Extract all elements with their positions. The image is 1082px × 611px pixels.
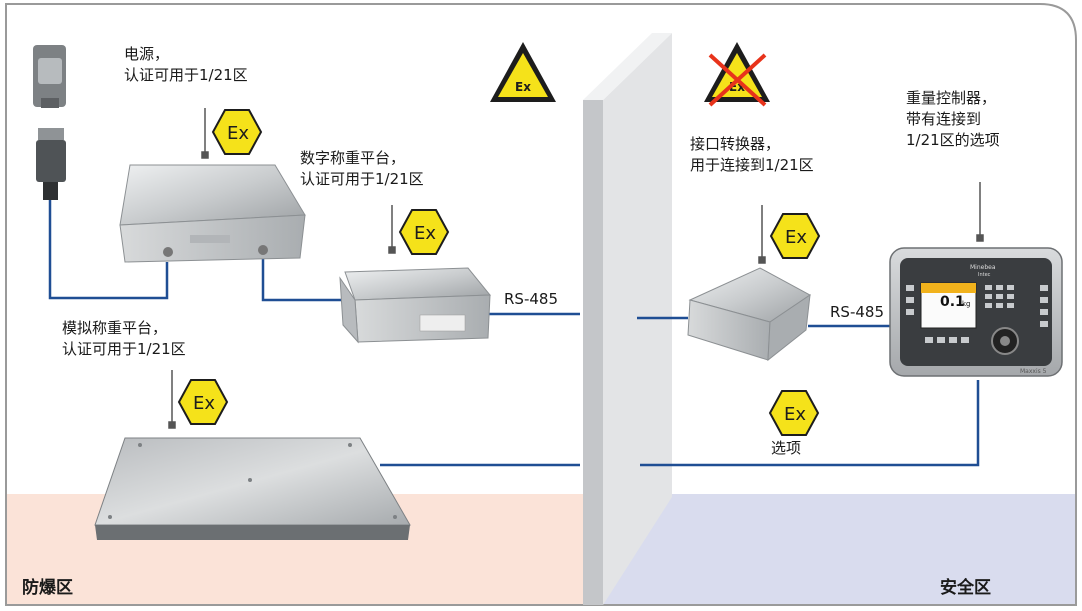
label-weighing-controller-line3: 1/21区的选项 <box>906 131 1000 149</box>
ex-badge-power-text: Ex <box>227 123 249 144</box>
ex-badge-digital-icon: Ex <box>398 209 450 255</box>
controller-unit: kg <box>962 300 971 308</box>
junction-box <box>119 164 306 263</box>
weighing-controller: 0.1 kg Minebea Intec Maxxis 5 <box>889 247 1063 377</box>
label-rs485-right: RS-485 <box>830 303 884 321</box>
ex-badge-option-icon: Ex <box>768 390 820 436</box>
ex-badge-analog-text: Ex <box>193 393 215 414</box>
label-power-supply: 电源， 认证可用于1/21区 <box>124 44 248 86</box>
leader-digital-end <box>388 246 396 254</box>
zone-label-safe: 安全区 <box>940 578 991 598</box>
label-rs485-left: RS-485 <box>504 290 558 308</box>
cables <box>48 200 980 467</box>
ex-badge-digital-text: Ex <box>414 223 436 244</box>
label-analog-platform-line2: 认证可用于1/21区 <box>62 340 186 358</box>
label-analog-platform-line1: 模拟称重平台， <box>62 319 168 337</box>
label-weighing-controller-line1: 重量控制器， <box>906 89 997 107</box>
digital-platform <box>339 267 492 344</box>
ex-triangle-crossed-icon: Ex <box>704 42 770 107</box>
label-digital-platform-line1: 数字称重平台， <box>300 149 406 167</box>
zone-wall-top <box>583 33 672 100</box>
ex-triangle-text: Ex <box>515 80 531 94</box>
label-weighing-controller-line2: 带有连接到 <box>906 110 982 128</box>
controller-brand-sub: Intec <box>978 272 991 278</box>
interface-converter <box>687 267 811 362</box>
ex-badge-power-icon: Ex <box>211 109 263 155</box>
zone-wall-side <box>583 100 603 605</box>
label-power-supply-line1: 电源， <box>124 45 170 63</box>
ex-badge-converter-text: Ex <box>785 227 807 248</box>
leader-lines <box>168 108 984 429</box>
label-power-supply-line2: 认证可用于1/21区 <box>124 66 248 84</box>
leader-analog-end <box>168 421 176 429</box>
ex-badge-converter-icon: Ex <box>769 213 821 259</box>
zone-label-hazardous: 防爆区 <box>22 578 73 598</box>
label-analog-platform: 模拟称重平台， 认证可用于1/21区 <box>62 318 186 360</box>
ex-badge-option-text: Ex <box>784 404 806 425</box>
label-digital-platform-line2: 认证可用于1/21区 <box>300 170 424 188</box>
label-digital-platform: 数字称重平台， 认证可用于1/21区 <box>300 148 424 190</box>
cross-line-b <box>708 53 767 107</box>
leader-power-end <box>201 151 209 159</box>
ex-badge-analog-icon: Ex <box>177 379 229 425</box>
controller-model: Maxxis 5 <box>1020 368 1047 375</box>
label-interface-converter-line2: 用于连接到1/21区 <box>690 156 814 174</box>
label-option: 选项 <box>771 439 802 457</box>
label-interface-converter-line1: 接口转换器， <box>690 135 781 153</box>
controller-reading: 0.1 <box>940 294 965 310</box>
analog-platform <box>94 437 411 540</box>
cable-power-to-analog <box>48 200 169 300</box>
cable-controller-option <box>640 380 980 467</box>
leader-controller-end <box>976 234 984 242</box>
label-interface-converter: 接口转换器， 用于连接到1/21区 <box>690 134 814 176</box>
label-weighing-controller: 重量控制器， 带有连接到 1/21区的选项 <box>906 88 1000 151</box>
ex-triangle-hazard-icon: Ex <box>490 42 556 102</box>
controller-brand: Minebea <box>970 264 996 271</box>
leader-converter-end <box>758 256 766 264</box>
power-supply-plug <box>33 45 66 200</box>
cable-power-to-digital <box>261 258 343 302</box>
safe-zone-band <box>600 494 1075 604</box>
